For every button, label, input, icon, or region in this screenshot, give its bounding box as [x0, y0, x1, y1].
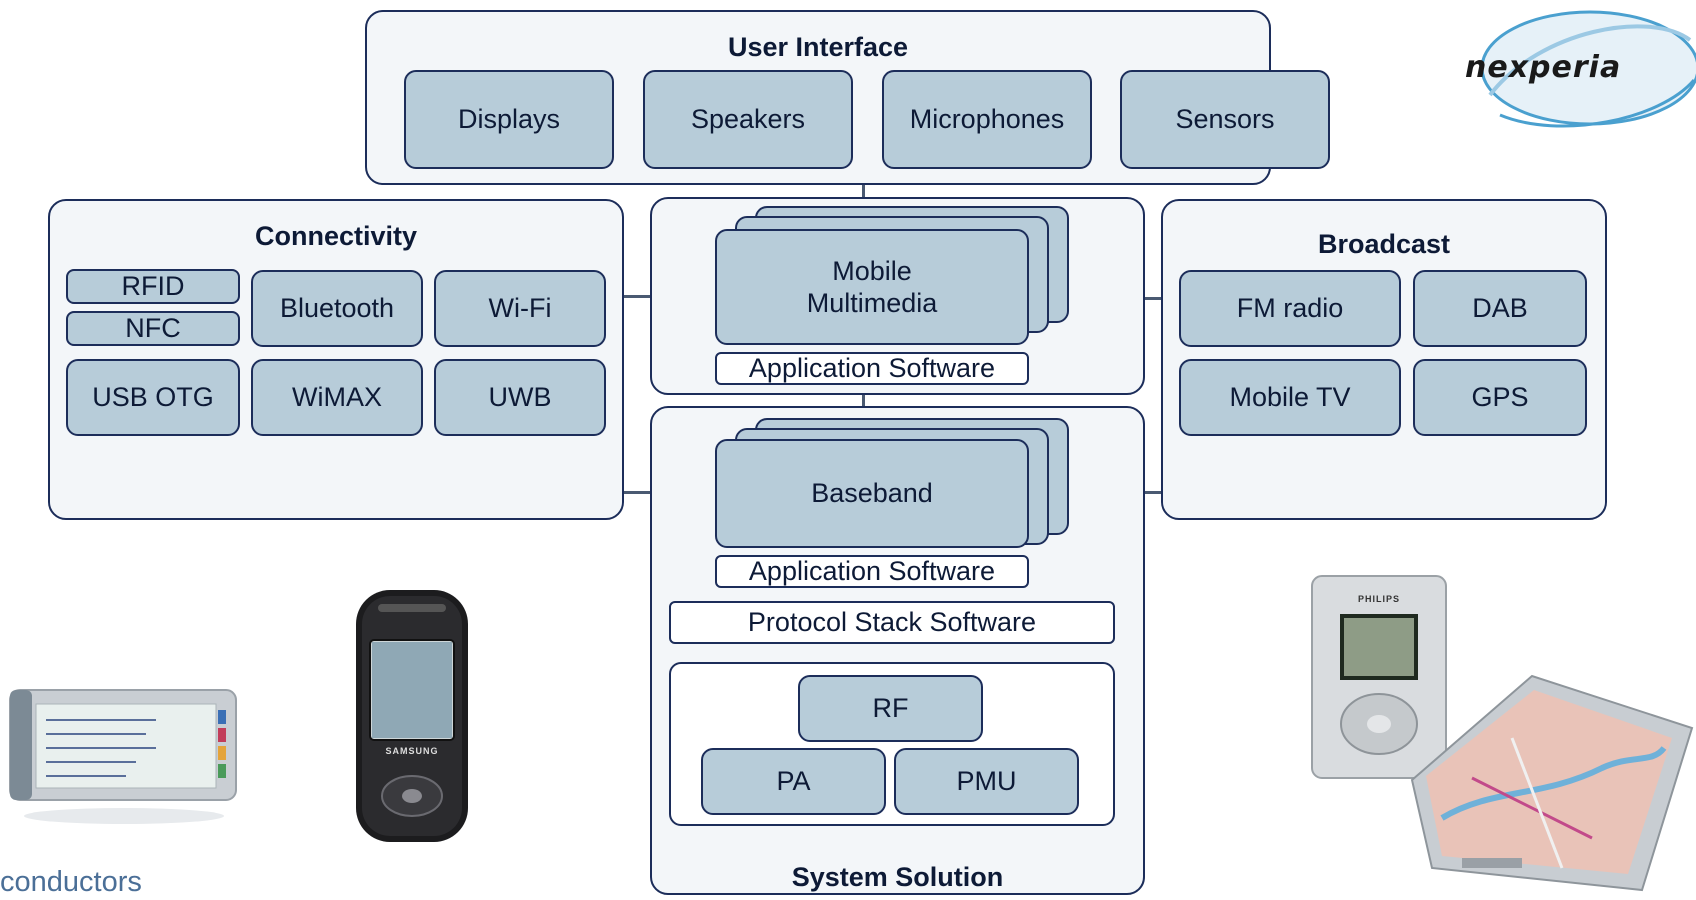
- nexperia-logo-text: nexperia: [1465, 50, 1622, 85]
- baseband-application-software: Application Software: [715, 555, 1029, 588]
- baseband-box: Baseband: [715, 439, 1029, 548]
- system-solution-title: System Solution: [791, 862, 1004, 892]
- samsung-brand-text: SAMSUNG: [385, 746, 439, 756]
- nfc-box: NFC: [66, 311, 240, 346]
- samsung-phone-image: SAMSUNG: [348, 588, 476, 846]
- microphones-box: Microphones: [882, 70, 1092, 169]
- user-interface-title: User Interface: [727, 32, 909, 62]
- pmu-box: PMU: [894, 748, 1079, 815]
- map-device-image: [1402, 668, 1696, 895]
- mobile-multimedia-box: Mobile Multimedia: [715, 229, 1029, 345]
- rf-box: RF: [798, 675, 983, 742]
- multimedia-application-software: Application Software: [715, 352, 1029, 385]
- usb-otg-box: USB OTG: [66, 359, 240, 436]
- nexperia-swoosh-icon: [1480, 10, 1696, 128]
- nexperia-logo: nexperia: [1460, 0, 1696, 148]
- protocol-stack-software: Protocol Stack Software: [669, 601, 1115, 644]
- sensors-box: Sensors: [1120, 70, 1330, 169]
- philips-brand-text: PHILIPS: [1357, 594, 1400, 604]
- philips-player-image: PHILIPS: [1308, 574, 1450, 782]
- broadcast-title: Broadcast: [1317, 229, 1451, 259]
- displays-box: Displays: [404, 70, 614, 169]
- pda-device-image: [6, 684, 242, 832]
- wifi-box: Wi-Fi: [434, 270, 606, 347]
- fm-radio-box: FM radio: [1179, 270, 1401, 347]
- mobile-tv-box: Mobile TV: [1179, 359, 1401, 436]
- connector-connectivity-to-system: [622, 491, 652, 494]
- dab-box: DAB: [1413, 270, 1587, 347]
- rfid-box: RFID: [66, 269, 240, 304]
- bluetooth-box: Bluetooth: [251, 270, 423, 347]
- connector-system-to-broadcast: [1143, 491, 1163, 494]
- speakers-box: Speakers: [643, 70, 853, 169]
- gps-box: GPS: [1413, 359, 1587, 436]
- connector-connectivity-to-multimedia: [622, 295, 652, 298]
- uwb-box: UWB: [434, 359, 606, 436]
- pa-box: PA: [701, 748, 886, 815]
- wimax-box: WiMAX: [251, 359, 423, 436]
- connectivity-title: Connectivity: [254, 221, 418, 251]
- footer-fragment-text: conductors: [0, 866, 142, 898]
